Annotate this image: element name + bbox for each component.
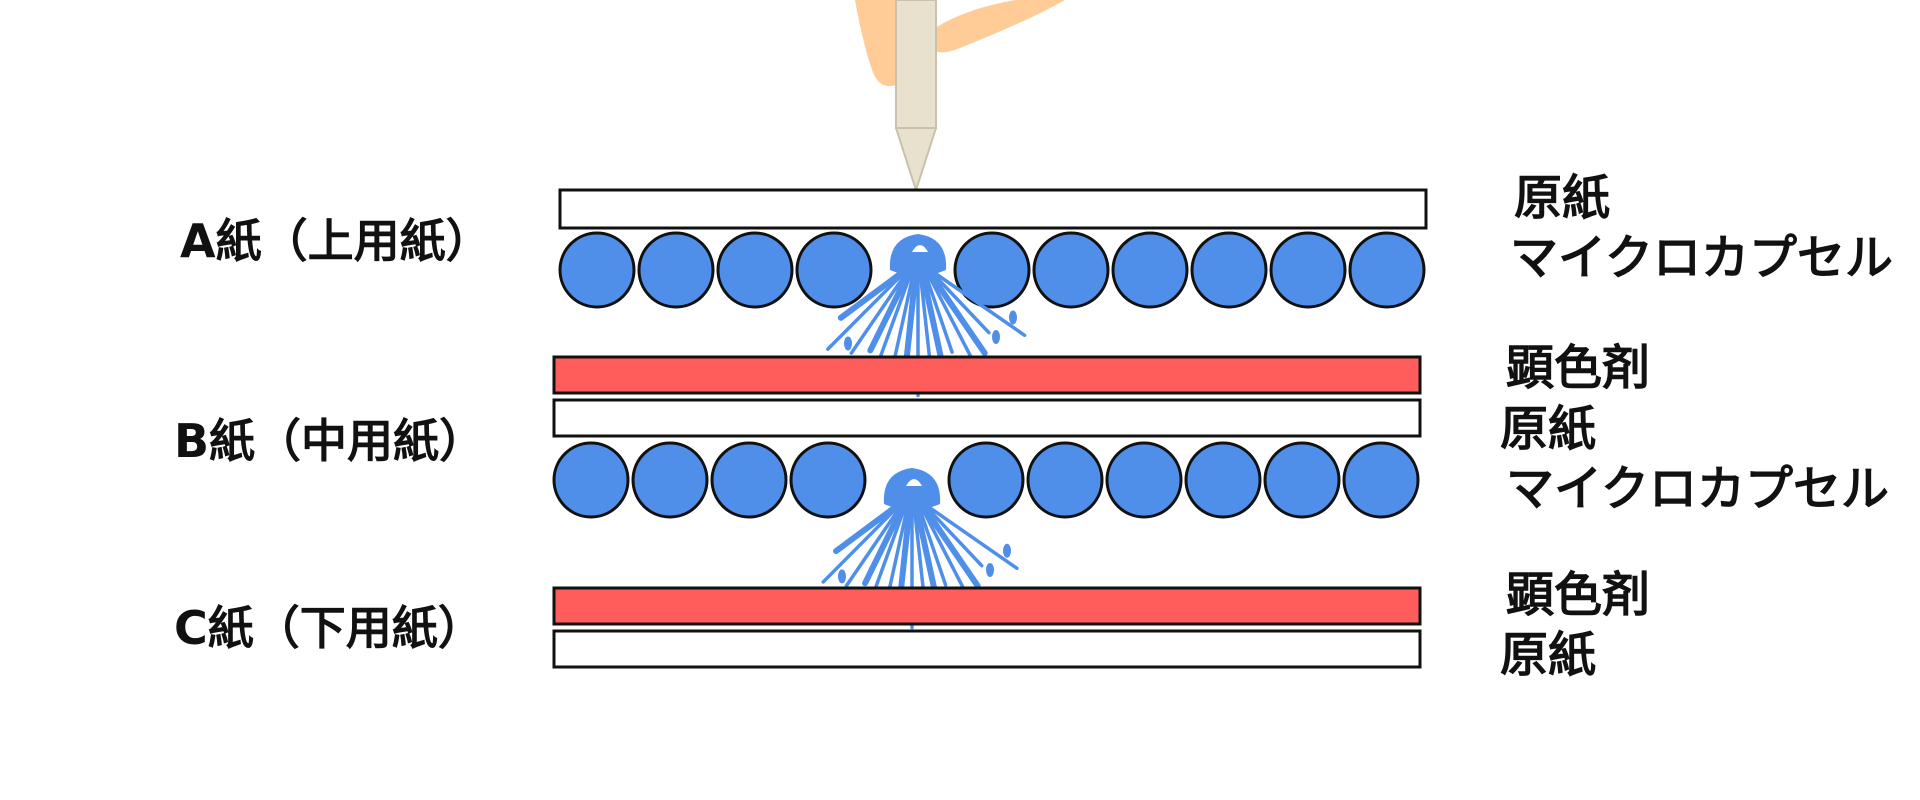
sheet-b-base-paper <box>552 398 1422 438</box>
sheet-c-base-paper <box>552 629 1422 669</box>
layer-label-a-capsule: マイクロカプセル <box>1510 230 1894 286</box>
microcapsule <box>1184 441 1262 519</box>
sheet-a-label: A紙（上用紙） <box>180 214 492 268</box>
microcapsule <box>552 441 630 519</box>
layer-label-b-base: 原紙 <box>1500 401 1597 457</box>
sheet-a-base-paper <box>558 188 1428 230</box>
sheet-a-capsule-row <box>558 231 1426 309</box>
sheet-b-capsule-row <box>552 441 1420 519</box>
microcapsule <box>1263 441 1341 519</box>
microcapsule <box>1032 231 1110 309</box>
microcapsule <box>637 231 715 309</box>
sheet-b-developer-layer <box>552 355 1422 395</box>
microcapsule <box>789 441 867 519</box>
microcapsule <box>1190 231 1268 309</box>
microcapsule <box>953 231 1031 309</box>
microcapsule <box>710 441 788 519</box>
microcapsule <box>1342 441 1420 519</box>
sheet-c-developer-layer <box>552 586 1422 626</box>
microcapsule <box>631 441 709 519</box>
microcapsule <box>1269 231 1347 309</box>
layer-label-c-base: 原紙 <box>1500 627 1597 683</box>
microcapsule <box>716 231 794 309</box>
layer-label-b-capsule: マイクロカプセル <box>1506 461 1890 517</box>
microcapsule <box>1348 231 1426 309</box>
sheet-c-label: C紙（下用紙） <box>174 601 484 655</box>
layer-label-b-developer: 顕色剤 <box>1506 340 1651 396</box>
sheet-b-label: B紙（中用紙） <box>174 414 486 468</box>
hand-icon <box>855 0 1065 87</box>
microcapsule <box>558 231 636 309</box>
microcapsule <box>1111 231 1189 309</box>
microcapsule <box>1105 441 1183 519</box>
layer-label-c-developer: 顕色剤 <box>1506 567 1651 623</box>
layer-label-a-base: 原紙 <box>1514 170 1611 226</box>
pen-icon <box>894 0 938 194</box>
microcapsule <box>947 441 1025 519</box>
microcapsule <box>795 231 873 309</box>
microcapsule <box>1026 441 1104 519</box>
